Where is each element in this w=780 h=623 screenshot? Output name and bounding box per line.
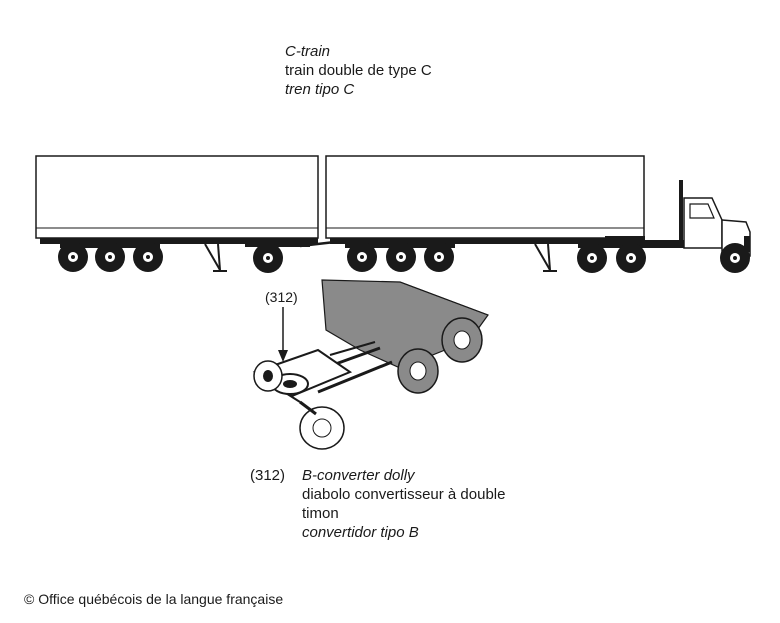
second-trailer-wheels bbox=[347, 242, 454, 272]
title-english: C-train bbox=[285, 43, 331, 60]
caption-spanish: convertidor tipo B bbox=[302, 524, 419, 541]
copyright-notice: © Office québécois de la langue français… bbox=[24, 591, 284, 607]
callout-arrow bbox=[278, 307, 288, 362]
callout-number: (312) bbox=[265, 289, 298, 305]
b-converter-dolly-detail bbox=[252, 279, 489, 450]
title-block: C-train train double de type C tren tipo… bbox=[285, 42, 432, 99]
title-spanish: tren tipo C bbox=[285, 81, 355, 98]
tractor-truck bbox=[578, 180, 751, 257]
caption-english: B-converter dolly bbox=[302, 467, 415, 484]
caption-french-line1: diabolo convertisseur à double bbox=[302, 486, 506, 503]
caption-block: (312) B-converter dolly diabolo converti… bbox=[250, 466, 505, 542]
title-french: train double de type C bbox=[285, 62, 432, 79]
first-trailer-wheels bbox=[58, 242, 163, 272]
converter-dolly-side-view bbox=[245, 240, 336, 273]
caption-number: (312) bbox=[250, 467, 286, 484]
caption-french-line2: timon bbox=[302, 505, 339, 522]
first-semi-trailer bbox=[35, 155, 319, 272]
